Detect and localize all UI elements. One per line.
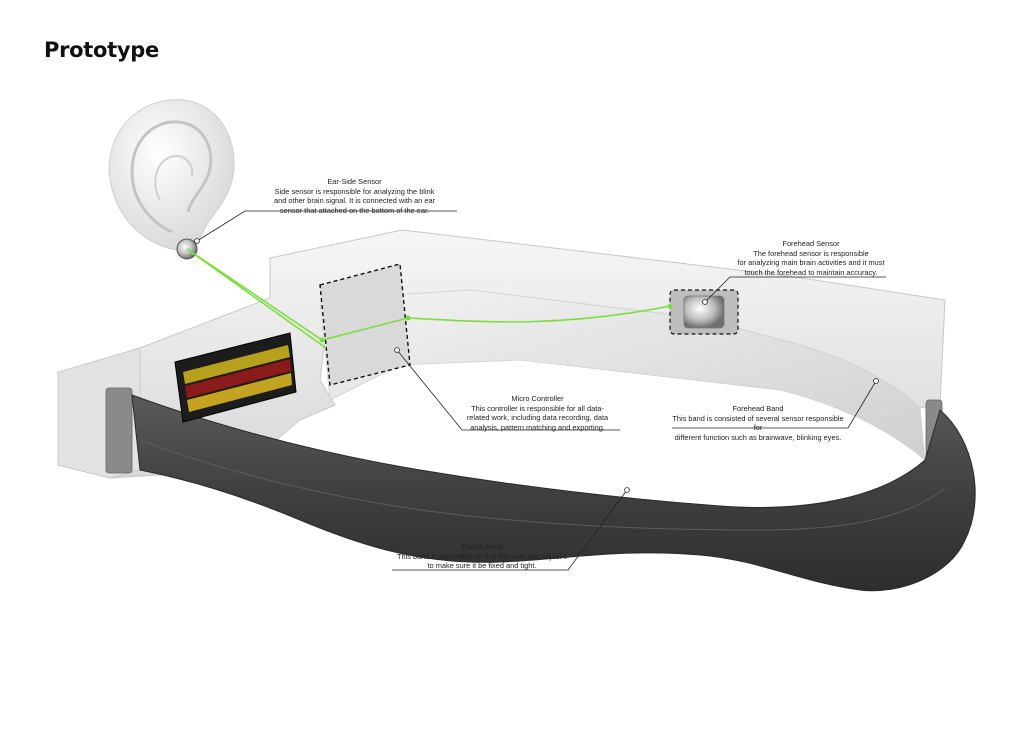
micro-controller	[320, 264, 410, 385]
ear-sensor-description: Side sensor is responsible for analyzing…	[252, 187, 457, 216]
forehead-band-callout: Forehead Band This band is consisted of …	[672, 404, 844, 442]
micro-controller-callout: Micro Controller This controller is resp…	[455, 394, 620, 432]
elastic-band-description: This band is adjustable so that the user…	[392, 552, 572, 571]
forehead-sensor-title: Forehead Sensor	[736, 239, 886, 249]
forehead-sensor-description: The forehead sensor is responsible for a…	[736, 249, 886, 278]
forehead-band-title: Forehead Band	[672, 404, 844, 414]
elastic-band-title: Elastic Band	[392, 542, 572, 552]
ear-sensor-callout: Ear-Side Sensor Side sensor is responsib…	[252, 177, 457, 215]
ear-sensor-title: Ear-Side Sensor	[252, 177, 457, 187]
elastic-band-callout: Elastic Band This band is adjustable so …	[392, 542, 572, 571]
forehead-sensor-callout: Forehead Sensor The forehead sensor is r…	[736, 239, 886, 277]
forehead-band-description: This band is consisted of several sensor…	[672, 414, 844, 443]
forehead-sensor	[670, 290, 738, 334]
micro-controller-title: Micro Controller	[455, 394, 620, 404]
micro-controller-description: This controller is responsible for all d…	[455, 404, 620, 433]
page-title: Prototype	[44, 38, 159, 62]
